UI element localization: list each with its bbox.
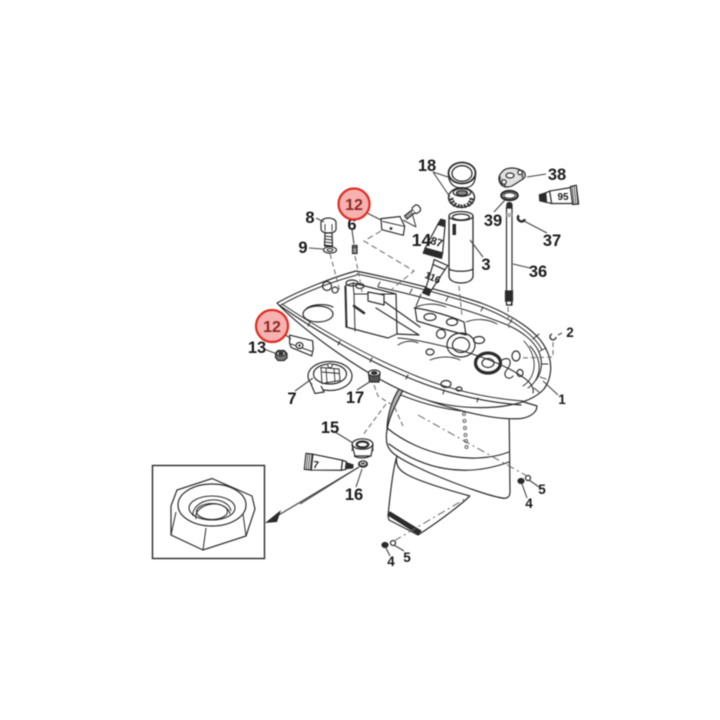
svg-text:14: 14	[412, 230, 432, 250]
svg-text:1: 1	[558, 392, 566, 407]
svg-text:2: 2	[566, 325, 574, 340]
svg-text:18: 18	[418, 157, 436, 175]
svg-text:6: 6	[347, 216, 356, 234]
svg-text:9: 9	[298, 239, 307, 257]
svg-text:38: 38	[548, 166, 566, 184]
svg-text:36: 36	[529, 263, 547, 281]
svg-text:12: 12	[263, 319, 281, 336]
svg-text:12: 12	[345, 197, 363, 214]
svg-text:87: 87	[429, 235, 444, 250]
svg-text:39: 39	[484, 212, 502, 230]
svg-text:13: 13	[248, 339, 266, 357]
svg-text:15: 15	[321, 419, 339, 437]
svg-text:95: 95	[557, 192, 569, 203]
svg-text:3: 3	[481, 256, 490, 274]
svg-text:16: 16	[345, 486, 363, 504]
svg-text:7: 7	[287, 390, 296, 408]
svg-text:17: 17	[346, 389, 364, 407]
svg-text:37: 37	[543, 232, 561, 250]
svg-text:4: 4	[525, 496, 533, 511]
svg-text:5: 5	[538, 482, 546, 497]
svg-text:8: 8	[305, 209, 314, 227]
svg-text:5: 5	[403, 550, 411, 565]
svg-text:4: 4	[387, 554, 395, 569]
svg-text:7: 7	[312, 460, 319, 472]
